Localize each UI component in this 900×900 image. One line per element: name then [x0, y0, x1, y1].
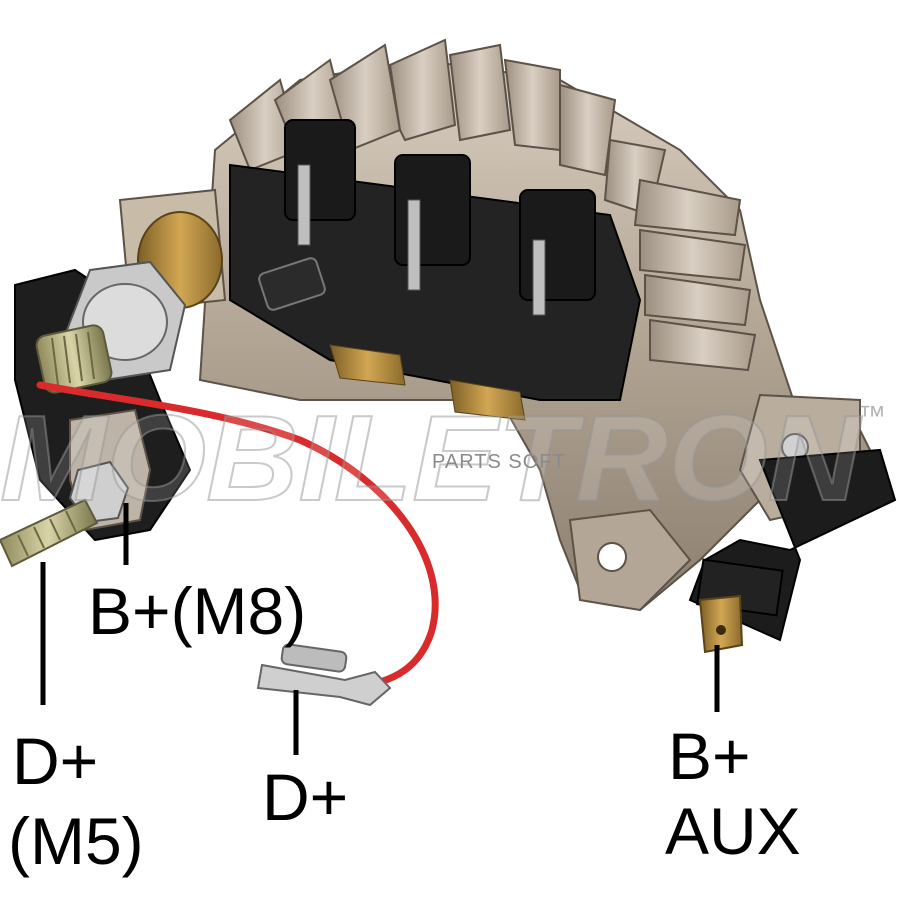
b-plus-aux-connector-housing: [688, 448, 897, 654]
axial-diode: [258, 257, 326, 311]
label-b-plus-aux-line1: B+: [668, 719, 751, 793]
d-plus-red-wire: [36, 381, 439, 688]
label-d-plus-m5-line1: D+: [12, 724, 99, 798]
d-plus-m5-terminal: [0, 408, 152, 568]
threaded-bolt-m8: [35, 324, 113, 394]
d-plus-blade-terminal: [256, 643, 392, 707]
mounting-bracket-lower: [568, 508, 692, 612]
diode-clip-1: [284, 119, 356, 246]
diode-plate: [229, 119, 642, 421]
callout-lines: [40, 503, 720, 755]
b-plus-aux-spade-terminal: [698, 594, 744, 654]
mounting-hole: [597, 542, 627, 572]
threaded-bolt-m5: [0, 498, 99, 568]
label-d-plus-m5-line2: (M5): [8, 804, 144, 878]
brass-tab-2: [449, 379, 526, 421]
label-d-plus: D+: [262, 760, 349, 834]
watermark-trademark: ™: [858, 400, 886, 431]
heatsink-fins: [228, 38, 757, 372]
diode-clip-2: [394, 154, 471, 291]
label-b-plus-m8: B+(M8): [88, 574, 307, 648]
watermark-parts-soft: PARTS SOFT: [432, 451, 566, 473]
brass-tab-1: [329, 344, 406, 386]
label-b-plus-aux-line2: AUX: [665, 794, 801, 868]
diode-clip-3: [519, 189, 596, 316]
b-plus-m8-stud: [35, 260, 187, 394]
watermark-brand: MOBILETRON: [0, 390, 863, 526]
